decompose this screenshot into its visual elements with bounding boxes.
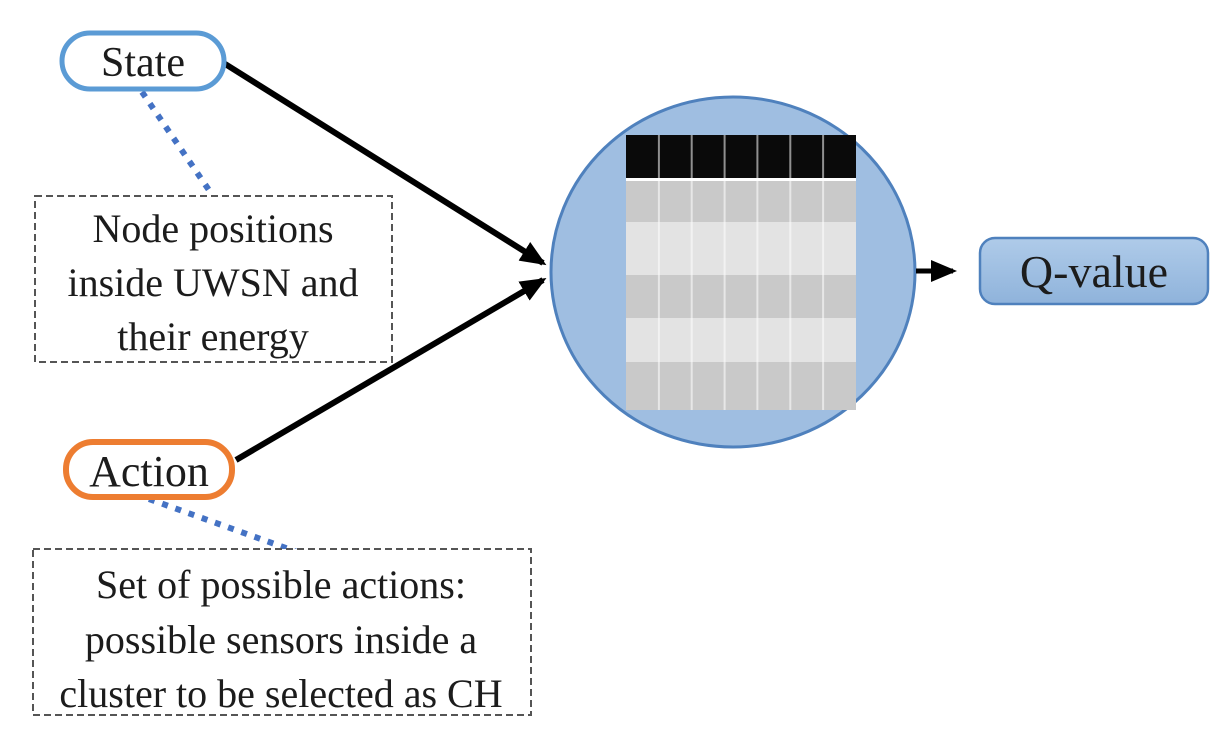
qvalue-node [978,236,1210,306]
action-note-border [32,548,532,716]
q-table-grid [626,135,856,410]
state-node [59,30,227,92]
q-table-header-gap [626,178,856,181]
action-note-line-3: cluster to be selected as CH [59,671,502,716]
q-table-row [626,275,856,318]
state-label: State [101,40,185,86]
action-note-line-2: possible sensors inside a [85,617,477,662]
action-node [63,439,235,500]
state-note-line-3: their energy [117,314,308,359]
q-table-row [626,318,856,362]
q-table-header-row [626,135,856,178]
state-to-circle-arrow [220,59,547,266]
action-note-box: Set of possible actions: possible sensor… [32,548,532,716]
q-table-row [626,222,856,275]
state-note-border [34,195,393,363]
action-to-circle-arrow [234,277,547,463]
q-table-column-separators [657,135,825,410]
action-label: Action [89,447,209,496]
state-note-dotted-connector [139,90,216,198]
qvalue-label: Q-value [1020,246,1168,297]
state-note-box: Node positions inside UWSN and their ene… [34,195,393,363]
q-table-row [626,181,856,222]
state-note-line-2: inside UWSN and [67,260,358,305]
q-table-row [626,362,856,410]
action-note-dotted-connector [147,496,299,555]
action-note-line-1: Set of possible actions: [96,562,466,607]
state-note-line-1: Node positions [92,206,333,251]
